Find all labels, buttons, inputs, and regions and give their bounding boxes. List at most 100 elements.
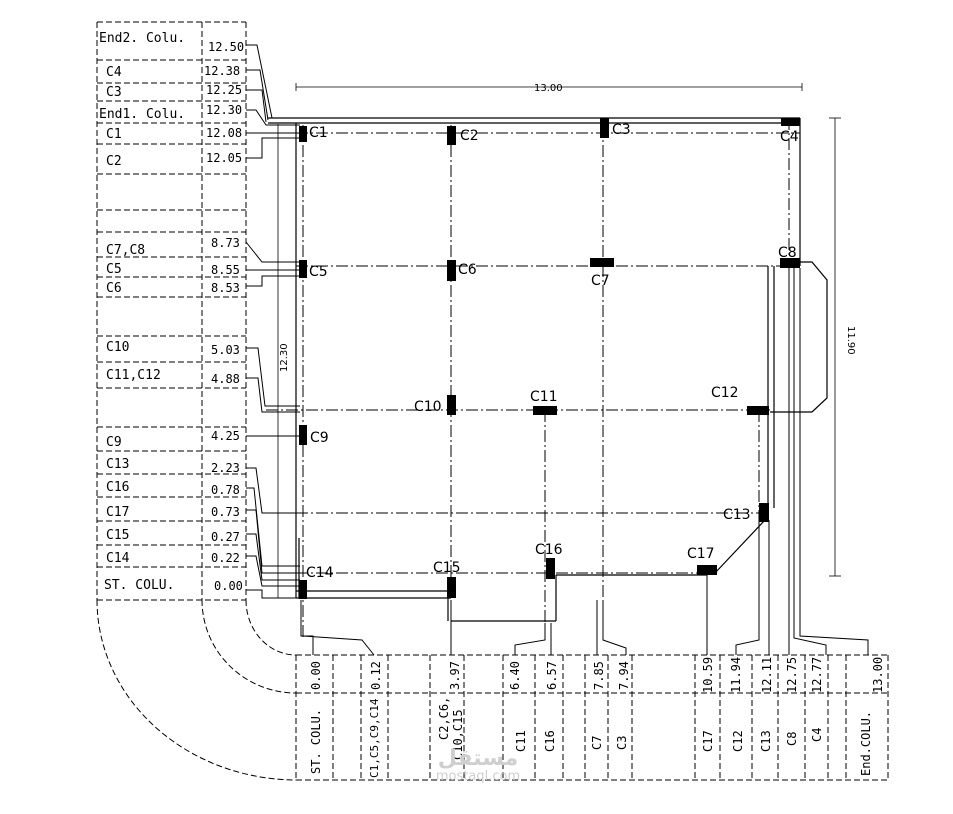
left-value-c16: 0.78	[211, 483, 240, 497]
label-c15: C15	[433, 560, 461, 576]
column-c12	[747, 406, 769, 415]
bottom-label-c2-line1: C2,C6,	[437, 697, 451, 740]
bottom-value-c3: 7.94	[617, 661, 631, 690]
bottom-label-c1: C1,C5,C9,C14	[368, 698, 381, 778]
left-table-text: End2. Colu. 12.50 C4 12.38 C3 12.25 End1…	[99, 31, 244, 593]
column-c15	[447, 577, 456, 598]
left-label-c14: C14	[106, 551, 130, 566]
left-label-c13: C13	[106, 457, 129, 472]
label-c9: C9	[310, 430, 329, 446]
bottom-value-c13: 12.11	[760, 657, 774, 693]
column-c17	[697, 565, 717, 575]
label-c7: C7	[591, 273, 610, 289]
left-value-c7c8: 8.73	[211, 236, 240, 250]
bottom-label-c8: C8	[785, 732, 799, 746]
column-c6	[447, 260, 456, 281]
label-c11: C11	[530, 389, 558, 405]
left-value-c2: 12.05	[206, 151, 242, 165]
label-c1: C1	[309, 125, 328, 141]
left-label-c9: C9	[106, 435, 122, 450]
left-value-c15: 0.27	[211, 530, 240, 544]
bottom-value-c7: 7.85	[592, 661, 606, 690]
bottom-value-c8: 12.75	[785, 657, 799, 693]
left-value-c11c12: 4.88	[211, 372, 240, 386]
bottom-value-end: 13.00	[871, 657, 885, 693]
bottom-label-c7: C7	[590, 736, 604, 750]
bottom-value-c12: 11.94	[729, 657, 743, 693]
left-label-c2: C2	[106, 154, 122, 169]
label-c14: C14	[306, 565, 334, 581]
bottom-labels: ST. COLU. C1,C5,C9,C14 C2,C6, C10,C15 C1…	[309, 697, 873, 778]
left-label-c4: C4	[106, 65, 122, 80]
column-c2	[447, 126, 456, 145]
dim-right: 11.90	[845, 326, 856, 355]
label-c4: C4	[780, 129, 799, 145]
bottom-value-c11: 6.40	[508, 661, 522, 690]
column-labels: C1 C2 C3 C4 C5 C6 C7 C8 C9 C10 C11 C12 C…	[306, 122, 799, 581]
left-label-c15: C15	[106, 528, 129, 543]
left-table	[96, 21, 247, 601]
left-value-c6: 8.53	[211, 281, 240, 295]
column-c10	[447, 395, 456, 415]
left-value-c17: 0.73	[211, 505, 240, 519]
left-value-c4: 12.38	[204, 64, 240, 78]
left-label-c5: C5	[106, 262, 122, 277]
column-c7	[590, 258, 614, 267]
column-c4	[781, 118, 800, 126]
bottom-label-c13: C13	[759, 730, 773, 752]
bottom-label-c2-line2: C10,C15	[451, 709, 465, 760]
left-label-c11c12: C11,C12	[106, 368, 161, 383]
label-c8: C8	[778, 245, 797, 261]
left-label-c1: C1	[106, 127, 122, 142]
bottom-label-c16: C16	[543, 730, 557, 752]
column-c5	[299, 260, 307, 278]
bottom-label-c4: C4	[810, 728, 824, 742]
label-c5: C5	[309, 264, 328, 280]
bottom-values: 0.00 0.12 3.97 6.40 6.57 7.85 7.94 10.59…	[309, 657, 885, 693]
bottom-table	[295, 654, 889, 781]
left-value-c10: 5.03	[211, 343, 240, 357]
left-label-st: ST. COLU.	[104, 578, 174, 593]
bottom-value-c4: 12.77	[810, 657, 824, 693]
left-value-c13: 2.23	[211, 461, 240, 475]
dimension-lines	[277, 83, 841, 598]
column-c9	[299, 425, 307, 445]
dim-top: 13.00	[534, 83, 563, 94]
bottom-label-c17: C17	[701, 730, 715, 752]
left-label-c7c8: C7,C8	[106, 243, 145, 258]
left-label-end2: End2. Colu.	[99, 31, 185, 46]
left-value-c3: 12.25	[206, 83, 242, 97]
bottom-label-c3: C3	[615, 736, 629, 750]
left-value-end2: 12.50	[208, 40, 244, 54]
left-value-c5: 8.55	[211, 263, 240, 277]
bottom-value-st: 0.00	[309, 661, 323, 690]
left-value-end1: 12.30	[206, 103, 242, 117]
grid-axes	[266, 118, 800, 640]
bottom-value-c17: 10.59	[701, 657, 715, 693]
label-c16: C16	[535, 542, 563, 558]
label-c10: C10	[414, 399, 442, 415]
label-c3: C3	[612, 122, 631, 138]
bottom-leaders	[300, 268, 869, 656]
label-c6: C6	[458, 262, 477, 278]
bottom-value-c1: 0.12	[369, 661, 383, 690]
column-c1	[299, 126, 307, 142]
column-c13	[759, 503, 769, 522]
left-value-c1: 12.08	[206, 126, 242, 140]
column-c8	[780, 258, 800, 268]
column-c3	[600, 118, 609, 138]
bottom-value-c2: 3.97	[448, 661, 462, 690]
bottom-label-c11: C11	[514, 730, 528, 752]
column-c14	[299, 580, 307, 599]
columns	[299, 118, 800, 599]
bottom-label-c12: C12	[731, 730, 745, 752]
label-c2: C2	[460, 128, 479, 144]
dim-left: 12.30	[279, 343, 290, 372]
left-label-c6: C6	[106, 281, 122, 296]
bottom-label-st: ST. COLU.	[309, 709, 323, 774]
label-c12: C12	[711, 385, 739, 401]
label-c17: C17	[687, 546, 715, 562]
left-value-st: 0.00	[214, 579, 243, 593]
label-c13: C13	[723, 507, 751, 523]
